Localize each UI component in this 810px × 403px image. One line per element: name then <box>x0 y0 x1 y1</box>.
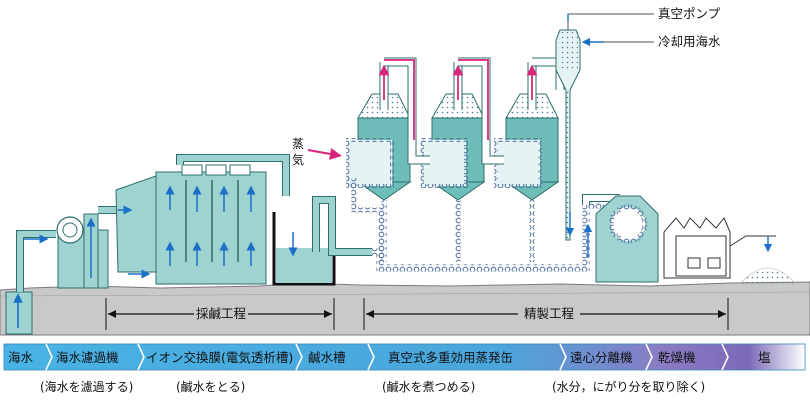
flow-step-evaporator: 真空式多重効用蒸発缶 <box>388 350 513 365</box>
centrifuge <box>582 194 659 283</box>
evaporator-3 <box>494 62 560 262</box>
flow-step-salt: 塩 <box>758 350 771 365</box>
steam-label-2: 気 <box>292 152 304 167</box>
phase-label-refining: 精製工程 <box>524 306 575 321</box>
steam-label-1: 蒸 <box>292 137 304 151</box>
phase-brine-collection <box>105 298 335 330</box>
phase-refining <box>363 298 729 330</box>
steam-input: 蒸 気 <box>292 137 342 167</box>
flow-step-seawater: 海水 <box>8 350 34 365</box>
phase-label-brine-collection: 採鹹工程 <box>196 306 247 321</box>
dryer <box>663 217 776 279</box>
flow-note-filter: (海水を濾過する) <box>40 379 133 394</box>
intake-pipe <box>16 230 56 292</box>
process-flow-bar <box>3 343 806 371</box>
flow-step-brine-tank: 鹹水槽 <box>308 350 346 365</box>
ground <box>0 281 810 336</box>
flow-step-ion-exchange: イオン交換膜(電気透析槽) <box>146 350 293 365</box>
evaporator-2 <box>420 62 486 262</box>
seawater-filter <box>56 206 118 289</box>
condenser <box>555 13 654 241</box>
vacuum-pump-label: 真空ポンプ <box>658 6 721 21</box>
flow-note-ion-exchange: (鹹水をとる) <box>176 379 245 394</box>
flow-step-centrifuge: 遠心分離機 <box>570 350 633 365</box>
flow-step-seawater-filter: 海水濾過機 <box>56 350 119 365</box>
flow-note-centrifuge-dryer: (水分，にがり分を取り除く) <box>552 379 705 394</box>
electrodialysis-unit <box>115 154 290 285</box>
flow-step-dryer: 乾燥機 <box>658 350 696 365</box>
cooling-seawater-label: 冷却用海水 <box>658 34 721 49</box>
seawater-intake <box>5 291 33 335</box>
salt-pile <box>739 267 797 285</box>
brine-tank <box>272 196 372 286</box>
flow-note-evaporator: (鹹水を煮つめる) <box>382 379 475 394</box>
